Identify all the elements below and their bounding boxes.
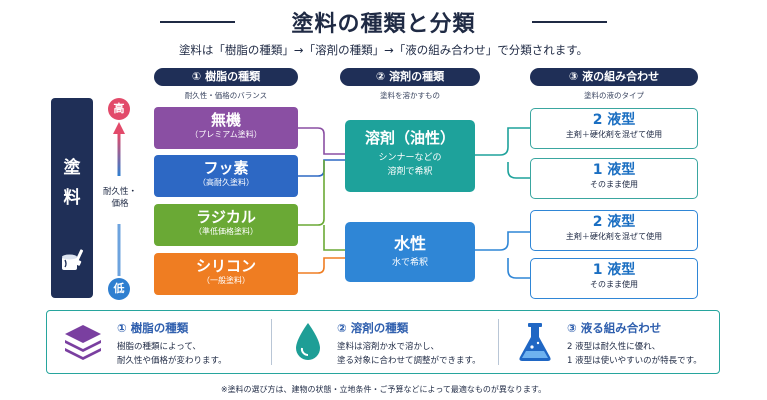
resin-sub: （一般塗料） (202, 276, 250, 285)
connector-muki-solvent (298, 127, 345, 155)
water-drop-icon (296, 323, 320, 360)
combo-name: 1 液型 (592, 262, 636, 278)
solvent-sub-2: 溶剤で希釈 (387, 167, 433, 177)
info-title-resin: ① 樹脂の種類 (117, 321, 189, 335)
combo-sub: 主剤＋硬化剤を混ぜて使用 (565, 130, 663, 139)
title-right-rule (532, 21, 607, 23)
combo-sub: そのまま使用 (590, 280, 638, 289)
info-text-line: 塗る対象に合わせて調整ができます。 (337, 356, 481, 366)
combo-box-oil-1liquid: 1 液型 そのまま使用 (530, 158, 698, 199)
resin-sub: （準低価格塗料） (194, 227, 258, 236)
title-left-rule (160, 21, 235, 23)
solvent-box-water: 水性 水で希釈 (345, 222, 475, 282)
connector-silicon-water (298, 257, 345, 274)
info-text-line: 樹脂の種類によって、 (117, 342, 201, 352)
resin-box-fusso: フッ素 （高耐久塗料） (154, 155, 298, 197)
info-text-line: 塗料は溶剤か水で溶かし、 (337, 342, 440, 352)
combo-sub: 主剤＋硬化剤を混ぜて使用 (565, 232, 663, 241)
paint-can-icon (62, 249, 84, 270)
resin-name: フッ素 (203, 159, 249, 177)
info-title-solvent: ② 溶剤の種類 (337, 321, 409, 335)
footnote: ※塗料の選び方は、建物の状態・立地条件・ご予算などによって最適なものが異なります… (220, 385, 547, 394)
solvent-sub-1: シンナーなどの (378, 153, 442, 163)
resin-name: 無機 (210, 111, 241, 129)
connector-radical-water (323, 225, 345, 251)
solvent-name: 溶剤（油性） (364, 129, 455, 147)
connector-radical-solvent (298, 160, 325, 226)
info-text-line: 1 液型は使いやすいのが特長です。 (567, 356, 702, 366)
solvent-sub-1: 水で希釈 (391, 258, 428, 268)
resin-sub: （高耐久塗料） (198, 178, 254, 187)
flask-icon (519, 323, 551, 361)
resin-name: シリコン (195, 257, 256, 275)
info-text-resin: 樹脂の種類によって、 耐久性や価格が変わります。 (117, 340, 227, 368)
summary-divider-2 (498, 319, 499, 365)
combo-name: 1 液型 (592, 162, 636, 178)
info-text-line: 耐久性や価格が変わります。 (117, 356, 227, 366)
page-title: 塗料の種類と分類 (291, 12, 476, 37)
combo-name: 2 液型 (592, 112, 636, 128)
resin-box-silicon: シリコン （一般塗料） (154, 253, 298, 295)
summary-divider-1 (271, 319, 272, 365)
solvent-name: 水性 (393, 234, 426, 253)
resin-box-radical: ラジカル （準低価格塗料） (154, 204, 298, 246)
info-text-line: 2 液型は耐久性に優れ、 (567, 342, 661, 352)
paint-char-1: 塗 (63, 158, 81, 178)
combo-sub: そのまま使用 (590, 180, 638, 189)
paint-char-2: 料 (63, 188, 81, 208)
durability-axis-label: 耐久性・ 価格 (92, 186, 148, 210)
resin-sub: （プレミアム塗料） (190, 130, 262, 139)
connector-fusso-solvent (298, 159, 345, 177)
column-sub-solvent: 塗料を溶かすもの (380, 91, 440, 100)
connector-solvent-1liquid (507, 162, 530, 179)
combo-box-water-2liquid: 2 液型 主剤＋硬化剤を混ぜて使用 (530, 210, 698, 251)
combo-box-water-1liquid: 1 液型 そのまま使用 (530, 258, 698, 299)
connector-water-1liquid (507, 258, 530, 279)
low-marker: 低 (108, 278, 130, 300)
column-sub-combo: 塗料の液のタイプ (584, 91, 644, 100)
summary-box: ① 樹脂の種類 樹脂の種類によって、 耐久性や価格が変わります。 ② 溶剤の種類… (46, 310, 720, 374)
durability-axis-arrow (113, 122, 125, 276)
title-area: 塗料の種類と分類 (0, 6, 767, 37)
high-marker: 高 (108, 98, 130, 120)
resin-name: ラジカル (196, 208, 256, 226)
column-header-solvent: ② 溶剤の種類 (340, 68, 480, 86)
connector-solvent-2liquid (475, 127, 530, 156)
column-sub-resin: 耐久性・価格のバランス (184, 91, 268, 100)
combo-box-oil-2liquid: 2 液型 主剤＋硬化剤を混ぜて使用 (530, 108, 698, 149)
connector-water-2liquid (475, 231, 530, 251)
paint-label-bar: 塗 料 (51, 98, 93, 298)
info-text-solvent: 塗料は溶剤か水で溶かし、 塗る対象に合わせて調整ができます。 (337, 340, 481, 368)
page-subtitle: 塗料は「樹脂の種類」→「溶剤の種類」→「液の組み合わせ」で分類されます。 (178, 43, 589, 57)
column-header-resin: ① 樹脂の種類 (154, 68, 298, 86)
solvent-box-oil: 溶剤（油性） シンナーなどの 溶剤で希釈 (345, 120, 475, 192)
axis-label-line-2: 価格 (111, 199, 129, 209)
layers-icon (65, 325, 101, 360)
info-text-combo: 2 液型は耐久性に優れ、 1 液型は使いやすいのが特長です。 (567, 340, 702, 368)
info-title-combo: ③ 液る組み合わせ (567, 321, 662, 335)
axis-label-line-1: 耐久性・ (102, 187, 137, 197)
column-header-combo: ③ 液の組み合わせ (530, 68, 698, 86)
combo-name: 2 液型 (592, 214, 636, 230)
resin-box-muki: 無機 （プレミアム塗料） (154, 107, 298, 149)
